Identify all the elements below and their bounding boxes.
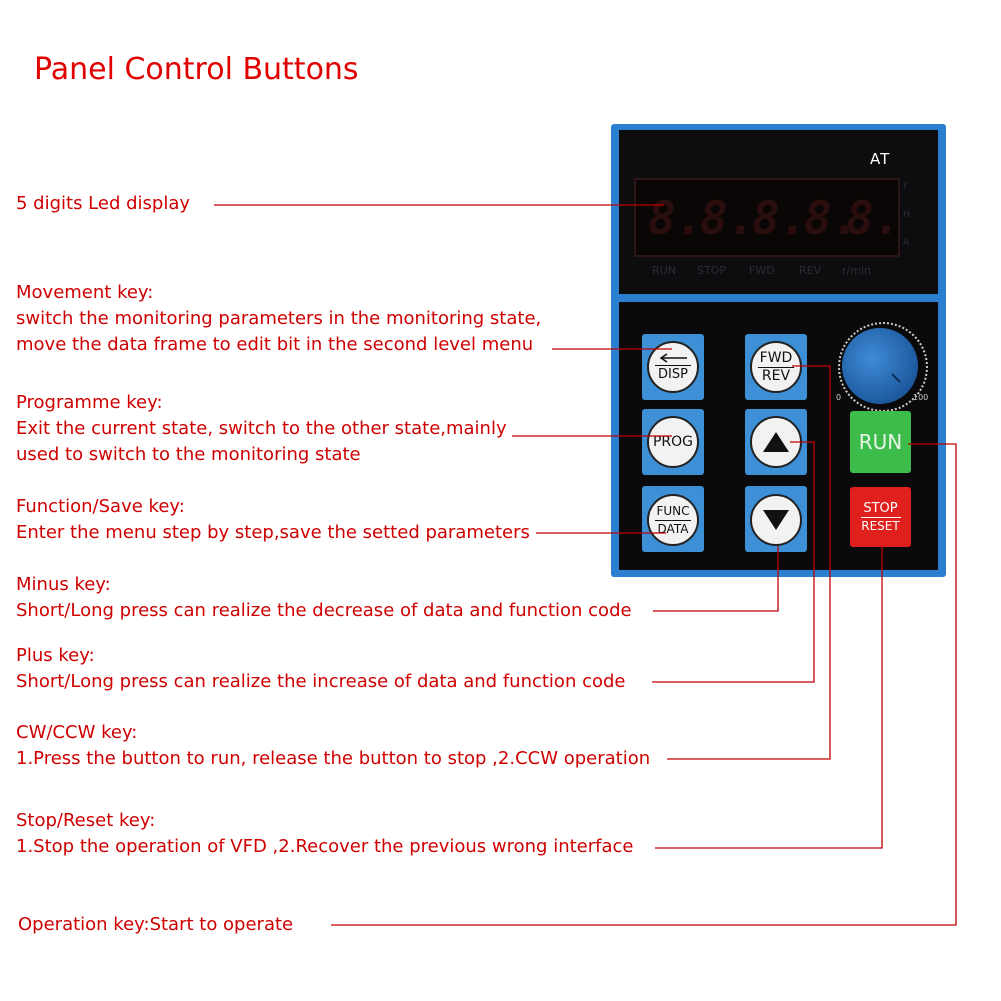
function-key-title: Function/Save key:	[16, 496, 185, 517]
plus-key-desc: Short/Long press can realize the increas…	[16, 671, 626, 692]
indicator-side: F	[903, 182, 909, 192]
brand-label: AT	[870, 150, 891, 168]
key-divider	[655, 519, 691, 521]
programme-key-desc-2: used to switch to the monitoring state	[16, 444, 361, 465]
data-label: DATA	[657, 521, 689, 536]
fwd-rev-button[interactable]: FWD REV	[750, 341, 802, 393]
function-key-desc: Enter the menu step by step,save the set…	[16, 522, 530, 543]
leader-stop	[655, 546, 883, 849]
arrow-left-icon	[659, 353, 687, 363]
indicator-side: .	[903, 264, 906, 274]
indicator-side: H	[903, 210, 910, 220]
prog-button[interactable]: PROG	[647, 416, 699, 468]
run-label: RUN	[858, 430, 903, 454]
operation-key-label: Operation key:Start to operate	[18, 914, 294, 935]
led-digit: 8.	[804, 191, 860, 245]
leader-plus	[652, 441, 815, 683]
func-label: FUNC	[656, 503, 690, 518]
rev-label: REV	[761, 367, 791, 384]
indicator-fwd: FWD	[749, 264, 775, 277]
cwccw-key-desc: 1.Press the button to run, release the b…	[16, 748, 651, 769]
speed-knob[interactable]	[842, 328, 918, 404]
leader-minus	[653, 546, 779, 612]
led-digit: 8.	[700, 191, 756, 245]
led-display	[634, 178, 900, 257]
triangle-down-icon	[763, 510, 789, 530]
led-digit: 8.	[648, 191, 704, 245]
page-title: Panel Control Buttons	[34, 52, 359, 87]
triangle-up-icon	[763, 432, 789, 452]
disp-label: DISP	[658, 367, 688, 382]
prog-label: PROG	[652, 433, 694, 450]
minus-key-desc: Short/Long press can realize the decreas…	[16, 600, 632, 621]
cwccw-key-title: CW/CCW key:	[16, 722, 138, 743]
up-button[interactable]	[750, 416, 802, 468]
func-data-button[interactable]: FUNC DATA	[647, 494, 699, 546]
indicator-run: RUN	[652, 264, 676, 277]
indicator-side: A	[903, 238, 910, 248]
down-button[interactable]	[750, 494, 802, 546]
stop-key-desc: 1.Stop the operation of VFD ,2.Recover t…	[16, 836, 634, 857]
stop-reset-button[interactable]: STOP RESET	[850, 487, 911, 547]
led-digit: 8.	[846, 191, 902, 245]
plus-key-title: Plus key:	[16, 645, 95, 666]
leader-cwccw	[667, 365, 831, 760]
movement-key-desc-2: move the data frame to edit bit in the s…	[16, 334, 534, 355]
key-divider	[655, 365, 691, 366]
indicator-rev: REV	[799, 264, 822, 277]
indicator-stop: STOP	[697, 264, 726, 277]
indicator-rmin: r/min	[842, 264, 871, 277]
disp-button[interactable]: DISP	[647, 341, 699, 393]
movement-key-desc-1: switch the monitoring parameters in the …	[16, 308, 542, 329]
minus-key-title: Minus key:	[16, 574, 111, 595]
programme-key-title: Programme key:	[16, 392, 163, 413]
key-divider	[758, 366, 794, 368]
knob-pointer-icon	[891, 373, 901, 383]
reset-label: RESET	[861, 519, 900, 533]
stop-label: STOP	[863, 501, 898, 516]
programme-key-desc-1: Exit the current state, switch to the ot…	[16, 418, 507, 439]
knob-max-label: 100	[913, 393, 929, 402]
key-divider	[860, 517, 901, 518]
leader-run	[331, 443, 957, 926]
led-display-label: 5 digits Led display	[16, 193, 191, 214]
knob-min-label: 0	[836, 393, 842, 402]
fwd-label: FWD	[759, 349, 793, 366]
led-digit: 8.	[752, 191, 808, 245]
stop-key-title: Stop/Reset key:	[16, 810, 156, 831]
run-button[interactable]: RUN	[850, 411, 911, 473]
movement-key-title: Movement key:	[16, 282, 154, 303]
